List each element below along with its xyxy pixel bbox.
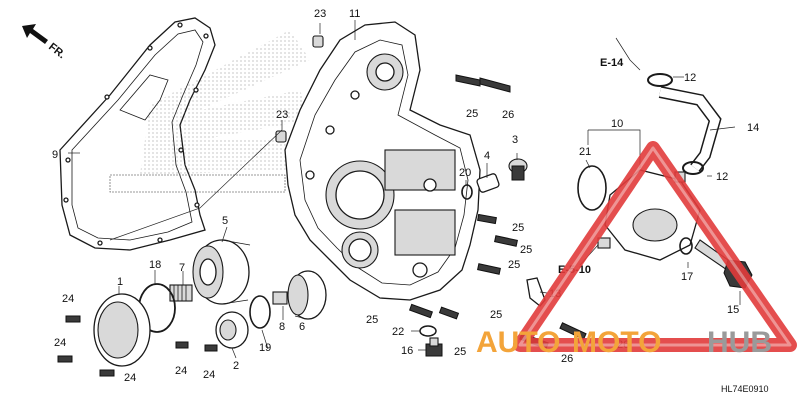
dowel-pin-lower (275, 130, 287, 143)
oil-strainer (287, 270, 327, 320)
part-number-5: 5 (222, 215, 228, 227)
part-number-24-b: 24 (54, 337, 66, 349)
part-number-4: 4 (484, 150, 490, 162)
part-number-8: 8 (279, 321, 285, 333)
part-number-22: 22 (392, 326, 404, 338)
part-number-25-b: 25 (512, 222, 524, 234)
part-number-25-a: 25 (466, 108, 478, 120)
part-number-14: 14 (747, 122, 759, 134)
watermark-auto: AUTO (476, 326, 560, 359)
part-number-23-lower: 23 (276, 109, 288, 121)
part-number-6: 6 (299, 321, 305, 333)
part-number-18: 18 (149, 259, 161, 271)
part-number-24-a: 24 (62, 293, 74, 305)
part-number-12-lower: 12 (716, 171, 728, 183)
strainer-cover (215, 311, 249, 349)
part-number-25-d: 25 (508, 259, 520, 271)
part-number-25-e: 25 (366, 314, 378, 326)
part-number-25-c: 25 (520, 244, 532, 256)
o-ring-small (249, 295, 271, 329)
part-number-24-c: 24 (124, 372, 136, 384)
part-number-25-f: 25 (454, 346, 466, 358)
flange-bolts (57, 74, 587, 377)
part-number-20: 20 (459, 167, 471, 179)
part-number-labels: 23 23 11 9 5 7 18 1 8 6 19 2 24 24 24 24… (52, 8, 759, 384)
part-number-26-a: 26 (502, 109, 514, 121)
oil-cooler-hose (658, 86, 722, 172)
oil-pressure-switch (508, 158, 528, 181)
orifice-o-ring (461, 184, 473, 200)
watermark-moto: MOTO (572, 326, 661, 359)
drain-bolt (425, 337, 443, 357)
oil-filter-cover (93, 293, 151, 367)
filter-spring (169, 284, 193, 302)
part-number-24-e: 24 (203, 369, 215, 381)
strainer-spring (272, 291, 288, 305)
part-number-3: 3 (512, 134, 518, 146)
oil-cooler-gasket (577, 165, 607, 211)
left-crankcase-cover (284, 21, 481, 301)
section-ref-e14[interactable]: E-14 (600, 57, 624, 69)
part-number-16: 16 (401, 345, 413, 357)
front-direction-label: FR. (46, 41, 67, 61)
honda-wing-emblem (109, 30, 310, 193)
catalog-code: HL74E0910 (721, 384, 769, 394)
dowel-pin-upper (312, 35, 324, 48)
oil-orifice (476, 173, 500, 193)
part-number-7: 7 (179, 262, 185, 274)
front-direction-arrow: FR. (22, 24, 68, 61)
part-number-17: 17 (681, 271, 693, 283)
part-number-15: 15 (727, 304, 739, 316)
watermark-triangle (513, 141, 797, 352)
part-number-2: 2 (233, 360, 239, 372)
part-number-1: 1 (117, 276, 123, 288)
part-number-25-g: 25 (490, 309, 502, 321)
hose-clamp-upper (647, 73, 673, 87)
part-number-26-b: 26 (561, 353, 573, 365)
part-number-10: 10 (611, 118, 623, 130)
part-number-24-d: 24 (175, 365, 187, 377)
center-bolt-o-ring (679, 237, 693, 255)
drain-bolt-washer (419, 325, 437, 337)
leader-lines (68, 20, 741, 359)
part-number-21: 21 (579, 146, 591, 158)
part-number-19: 19 (259, 342, 271, 354)
watermark-hub: HUB (707, 326, 772, 359)
watermark-logo: AUTO MOTO HUB (476, 326, 772, 359)
part-number-23-upper: 23 (314, 8, 326, 20)
oil-filter-element (192, 239, 251, 305)
part-number-12-upper: 12 (684, 72, 696, 84)
part-number-11: 11 (349, 8, 360, 20)
part-number-9: 9 (52, 149, 58, 161)
hose-clamp-lower (682, 161, 704, 175)
